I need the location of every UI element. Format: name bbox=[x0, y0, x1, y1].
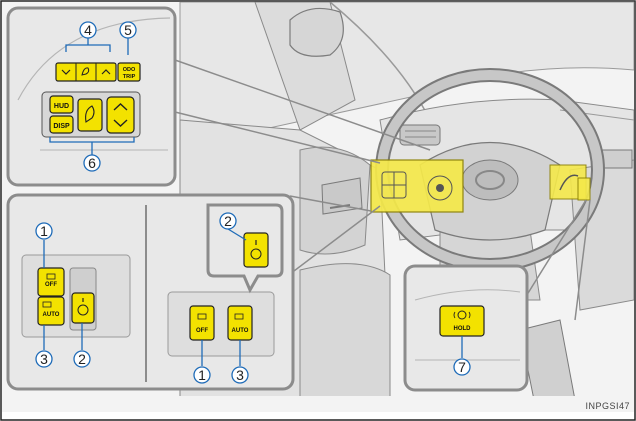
bottom-strip bbox=[2, 396, 634, 412]
callout-3-right: 3 bbox=[231, 366, 249, 384]
hold-label: HOLD bbox=[454, 326, 472, 332]
callout-7: 7 bbox=[453, 358, 471, 376]
callout-4: 4 bbox=[79, 21, 97, 39]
auto-label: AUTO bbox=[232, 328, 249, 334]
odo-trip-button[interactable]: ODO TRIP bbox=[117, 62, 141, 82]
steering-heater-icon bbox=[77, 304, 89, 316]
console-switch-highlight bbox=[577, 177, 591, 201]
wheel-switch-highlight bbox=[370, 159, 464, 213]
disp-label: DISP bbox=[53, 123, 70, 130]
callout-1-right: 1 bbox=[193, 366, 211, 384]
hud-button[interactable]: HUD bbox=[49, 95, 74, 114]
left-auto-button[interactable]: AUTO bbox=[37, 296, 65, 326]
left-off-button[interactable]: OFF bbox=[37, 267, 65, 297]
panel-steering-switches: ODO TRIP HUD DISP 4 bbox=[6, 6, 177, 187]
svg-text:2: 2 bbox=[224, 213, 232, 229]
auto-label: AUTO bbox=[43, 312, 60, 318]
chevron-up-icon bbox=[113, 103, 128, 111]
hud-label: HUD bbox=[54, 103, 69, 110]
callout-3-left: 3 bbox=[35, 350, 53, 368]
svg-text:5: 5 bbox=[124, 22, 132, 38]
svg-text:7: 7 bbox=[458, 359, 466, 375]
voice-button[interactable] bbox=[77, 98, 103, 132]
right-off-button[interactable]: OFF bbox=[189, 305, 215, 341]
svg-text:3: 3 bbox=[236, 367, 244, 383]
chevron-up-icon bbox=[101, 69, 111, 75]
hold-button[interactable]: HOLD bbox=[439, 305, 485, 337]
right-auto-button[interactable]: AUTO bbox=[227, 305, 253, 341]
left-heater-button[interactable] bbox=[71, 292, 95, 324]
panel-lower-switches: OFF AUTO 1 3 2 bbox=[6, 193, 295, 391]
off-label: OFF bbox=[45, 282, 57, 288]
callout-2-right: 2 bbox=[219, 212, 237, 230]
svg-text:1: 1 bbox=[198, 367, 206, 383]
switch-row-small bbox=[55, 62, 117, 82]
off-label: OFF bbox=[196, 328, 208, 334]
svg-text:2: 2 bbox=[78, 351, 86, 367]
chevron-down-icon bbox=[113, 119, 128, 127]
up-down-switch[interactable] bbox=[106, 96, 135, 134]
brake-hold-icon bbox=[457, 310, 467, 320]
svg-text:3: 3 bbox=[40, 351, 48, 367]
voice-icon bbox=[85, 105, 95, 123]
callout-6: 6 bbox=[83, 154, 101, 172]
right-heater-button[interactable] bbox=[243, 232, 269, 268]
steering-heater-icon bbox=[250, 248, 262, 260]
odo-label: ODO bbox=[123, 67, 136, 73]
disp-button[interactable]: DISP bbox=[49, 115, 74, 134]
svg-text:6: 6 bbox=[88, 155, 96, 171]
callout-5: 5 bbox=[119, 21, 137, 39]
callout-1-left: 1 bbox=[35, 222, 53, 240]
figure-code: INPGSI47 bbox=[585, 401, 630, 411]
svg-text:1: 1 bbox=[40, 223, 48, 239]
callout-2-left: 2 bbox=[73, 350, 91, 368]
panel-brake-hold: HOLD 7 bbox=[403, 264, 529, 392]
chevron-down-icon bbox=[61, 69, 71, 75]
svg-text:4: 4 bbox=[84, 22, 92, 38]
phone-icon bbox=[81, 67, 90, 76]
trip-label: TRIP bbox=[123, 74, 136, 80]
